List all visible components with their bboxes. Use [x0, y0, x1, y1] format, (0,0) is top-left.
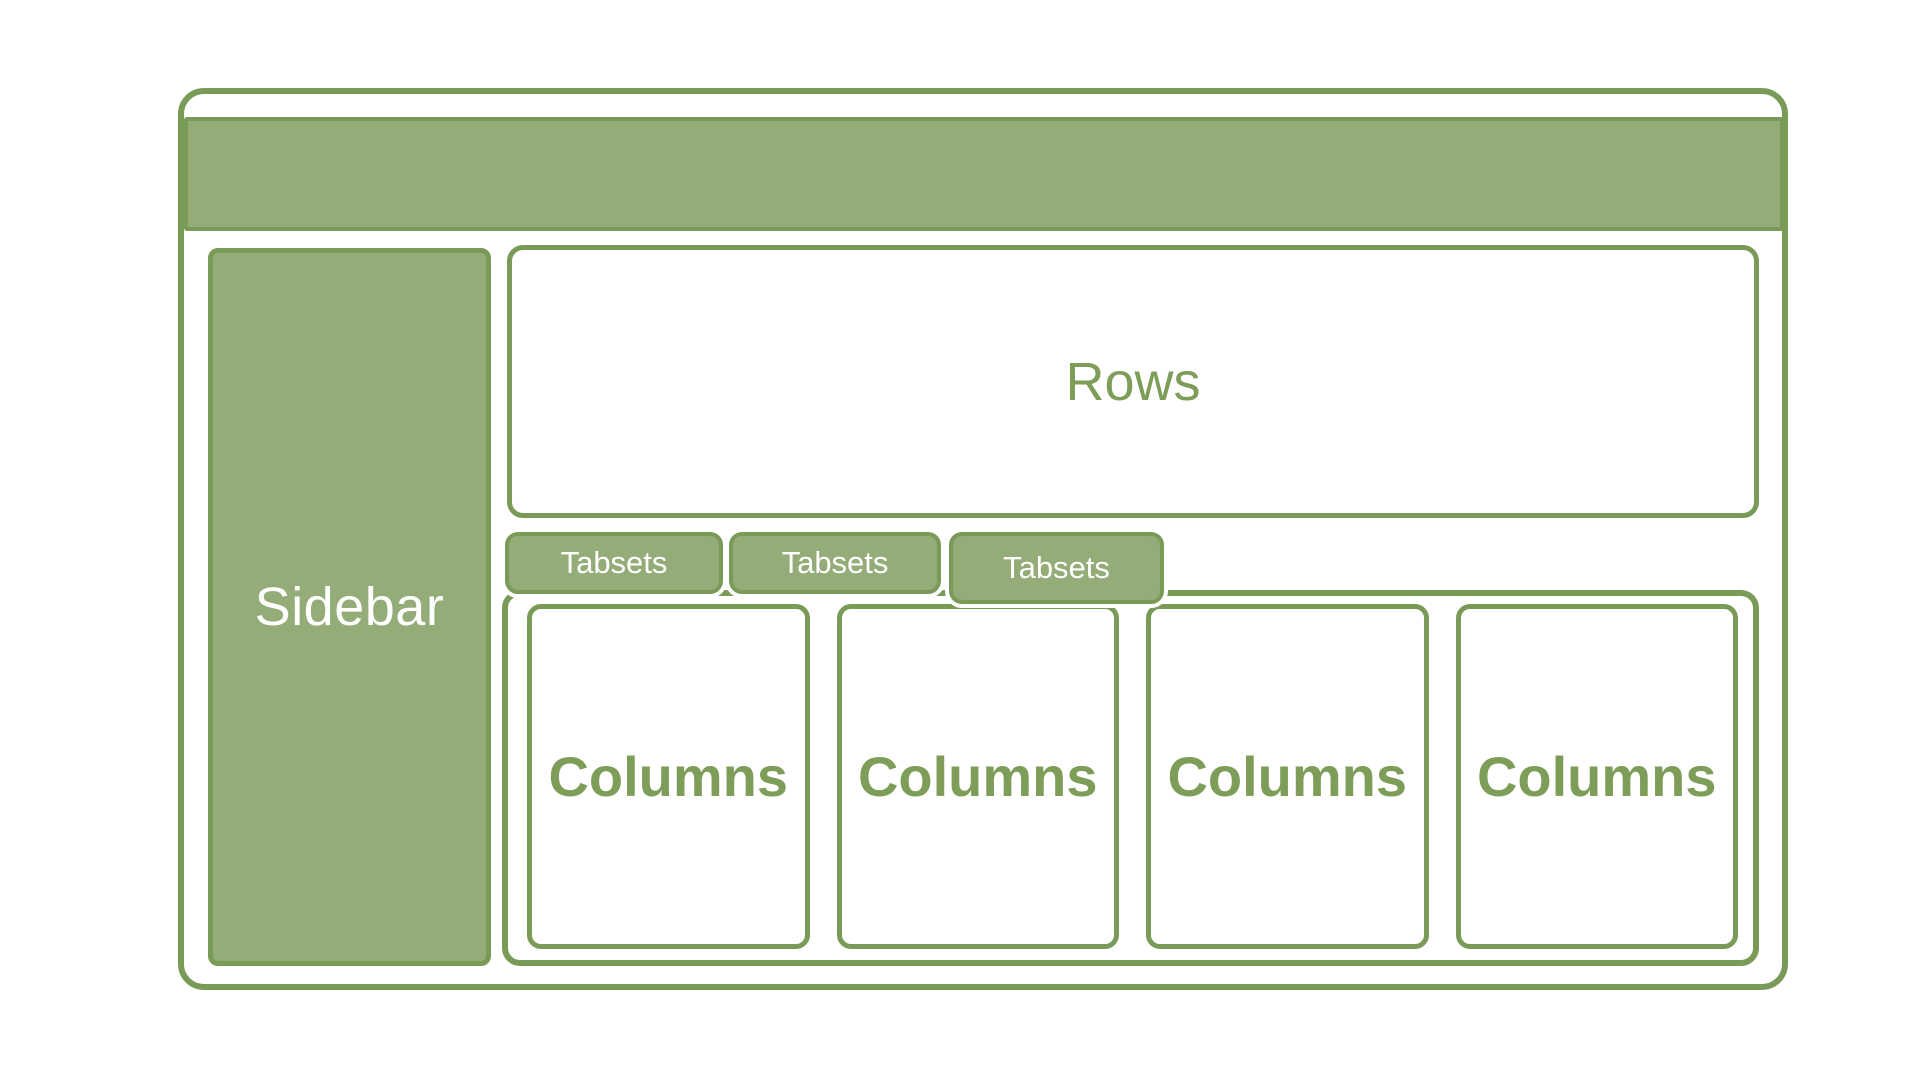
tabset-tab-label: Tabsets: [781, 545, 889, 580]
header-navbar-region: [184, 117, 1784, 231]
column-card-2: Columns: [836, 604, 1119, 949]
tabset-tab-label: Tabsets: [1003, 550, 1110, 585]
rows-label: Rows: [1065, 351, 1201, 412]
column-card-3: Columns: [1146, 604, 1429, 949]
columns-panel-region: Columns Columns Columns Columns: [502, 590, 1759, 966]
tabset-tab-1: Tabsets: [505, 532, 723, 594]
column-label: Columns: [548, 745, 789, 808]
sidebar-label: Sidebar: [254, 577, 445, 637]
column-card-4: Columns: [1455, 604, 1738, 949]
tabset-tab-2: Tabsets: [729, 532, 941, 594]
column-label: Columns: [1476, 745, 1717, 808]
tabset-tab-label: Tabsets: [560, 545, 668, 580]
rows-region: Rows: [507, 245, 1759, 518]
sidebar-region: Sidebar: [208, 248, 491, 966]
column-label: Columns: [857, 745, 1098, 808]
column-label: Columns: [1167, 745, 1408, 808]
column-card-1: Columns: [527, 604, 810, 949]
tabset-tab-3: Tabsets: [949, 532, 1164, 604]
